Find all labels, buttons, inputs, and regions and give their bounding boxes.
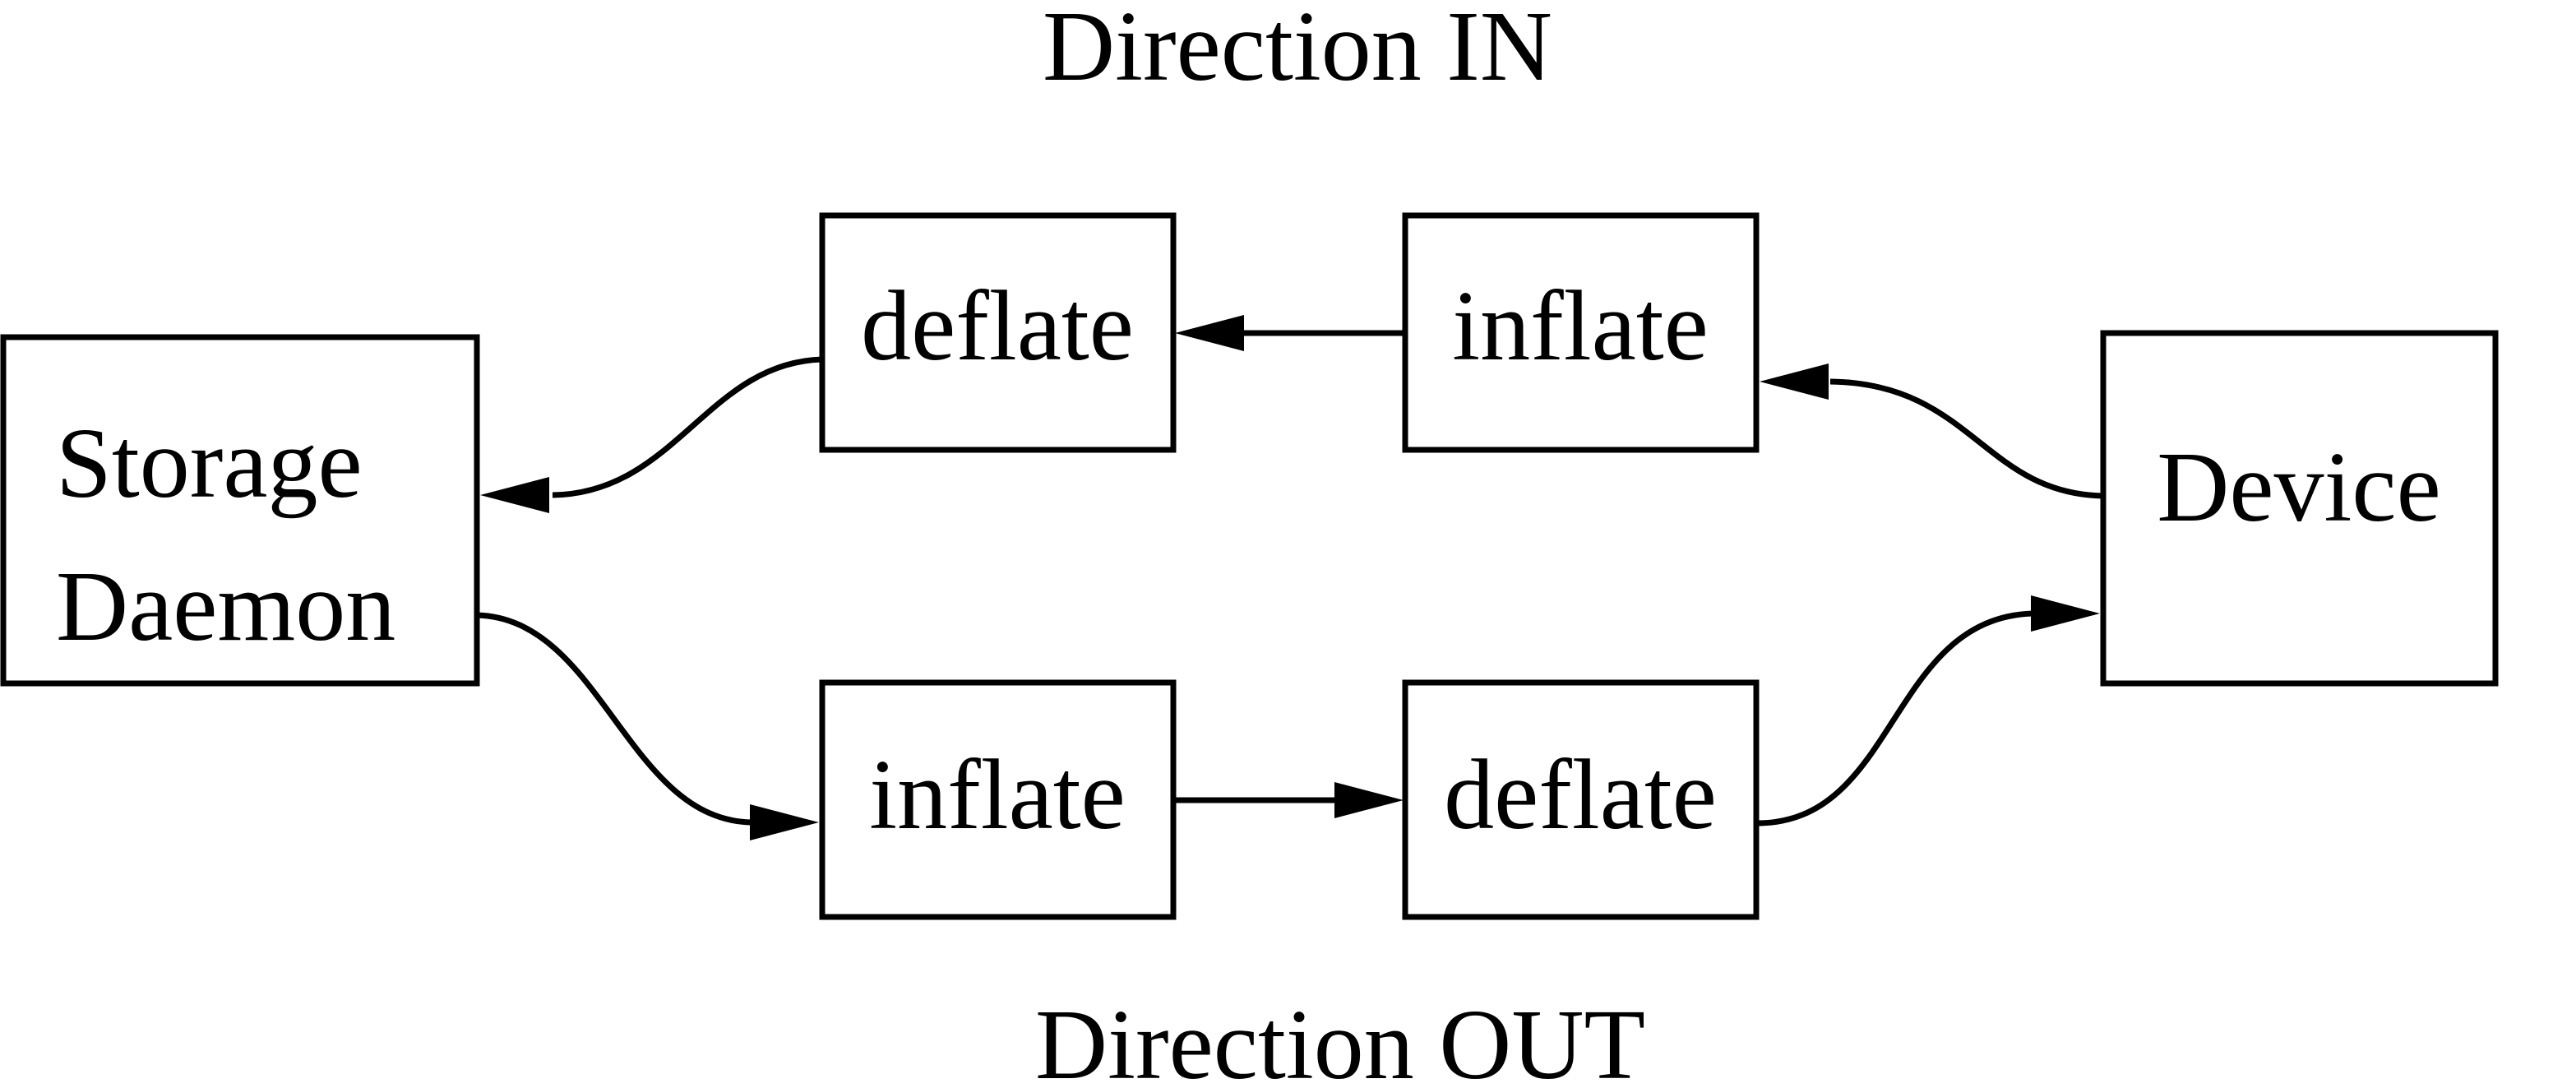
arrowhead-into-inflate-in [1760,363,1829,400]
deflate-out-box [1402,679,1760,920]
edge-storage-daemon-to-inflate-out [476,612,752,826]
storage-daemon-label-line1: Storage [56,408,363,519]
deflate-in-label: deflate [861,271,1134,382]
arrowhead-into-storage-daemon [480,477,549,513]
inflate-in-box [1402,212,1760,453]
arrowhead-into-inflate-out [750,804,819,840]
device-box [2100,330,2499,687]
edge-deflate-in-to-storage-daemon [552,356,823,498]
deflate-out-label: deflate [1444,739,1717,850]
arrowhead-into-device [2031,595,2100,632]
storage-daemon-label-line2: Daemon [56,551,395,662]
title-direction-in: Direction IN [1043,0,1552,102]
arrowhead-into-deflate-out [1334,782,1404,818]
edge-device-to-inflate-in [1829,378,2104,499]
inflate-out-label: inflate [869,739,1126,850]
storage-daemon-box [0,334,480,687]
title-direction-out: Direction OUT [1035,989,1645,1088]
arrowhead-into-deflate-in [1175,315,1244,351]
device-label: Device [2157,432,2440,543]
deflate-in-box [819,212,1177,453]
edge-deflate-out-to-device [1755,610,2033,826]
inflate-in-label: inflate [1452,271,1709,382]
